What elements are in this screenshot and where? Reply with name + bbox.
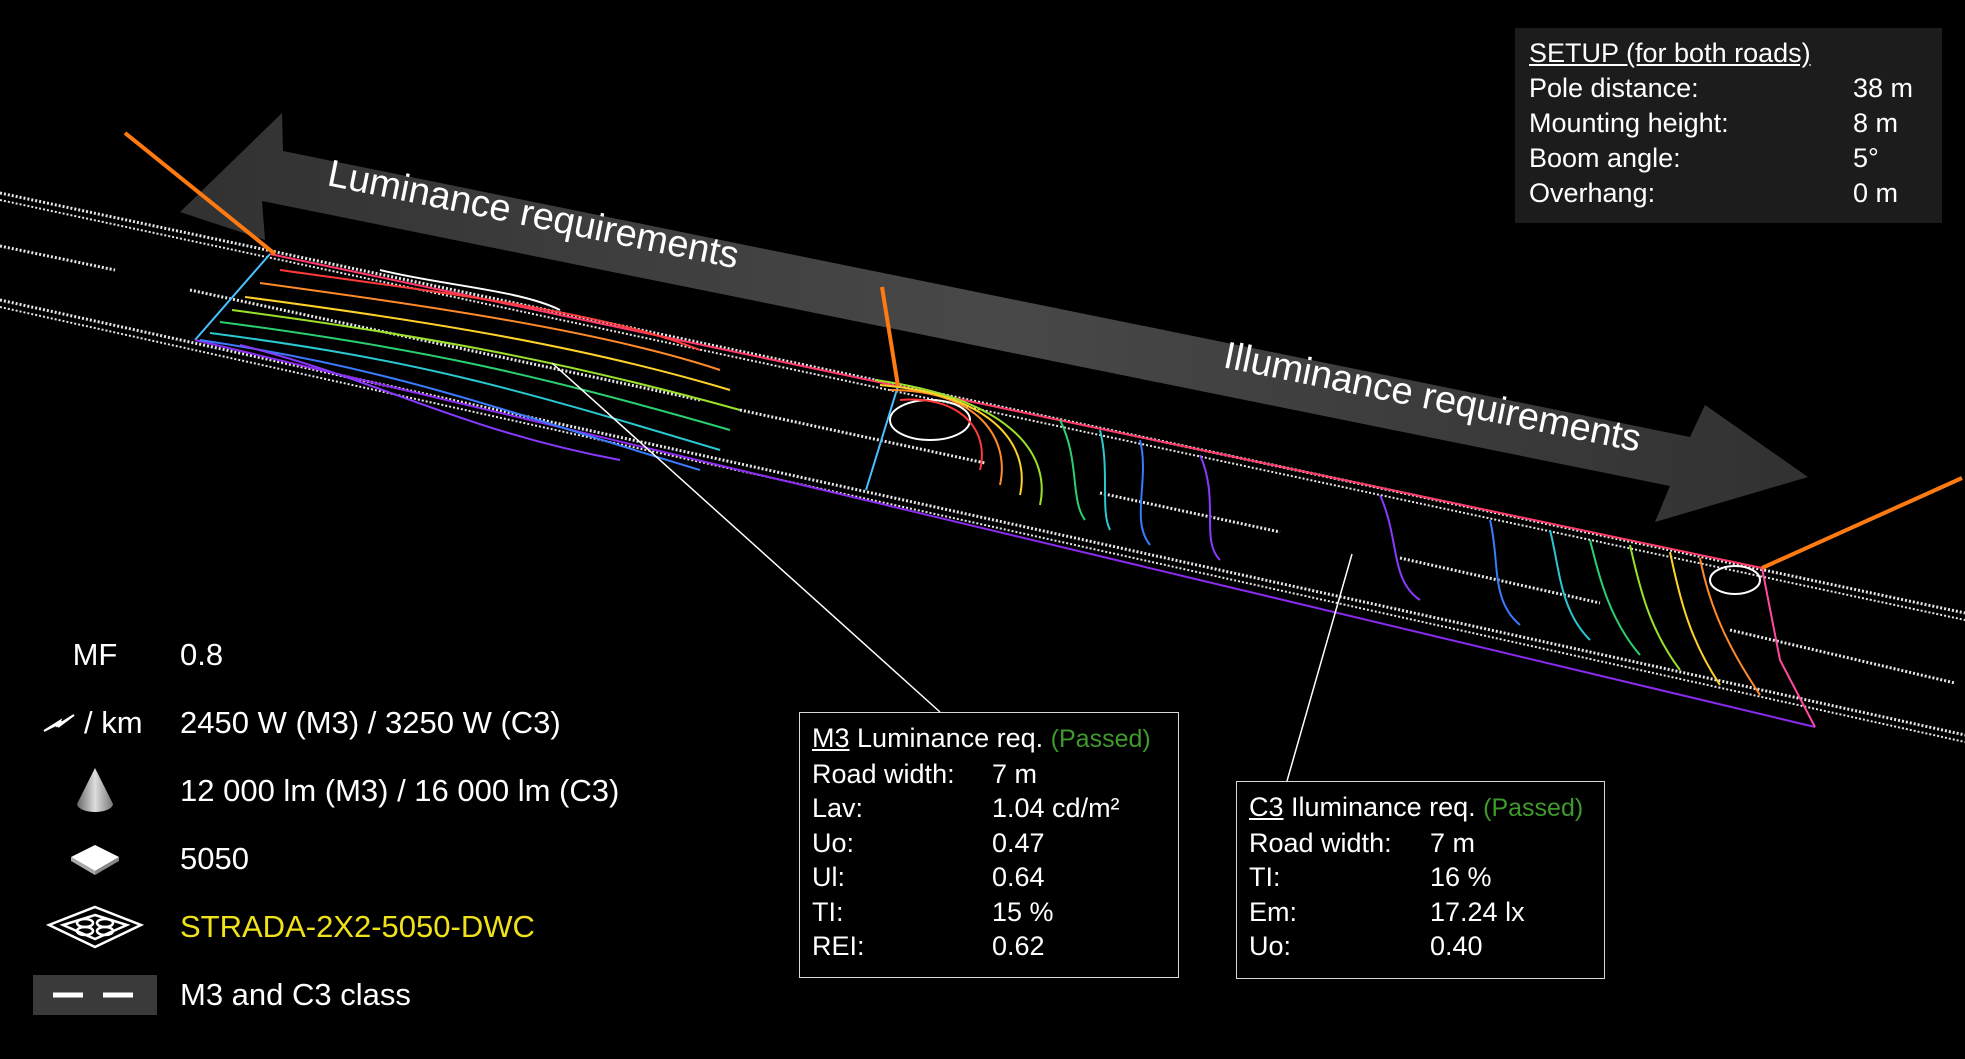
mf-value: 0.8 [180,637,224,672]
setup-value: 8 m [1853,108,1899,138]
m3-header: M3 Luminance req. (Passed) [812,721,1178,757]
setup-row: Mounting height: 8 m [1529,106,1942,141]
requirements-arrow [180,113,1808,522]
m3-row: TI: 15 % [812,895,1178,930]
c3-row: Em: 17.24 lx [1249,895,1604,930]
setup-panel: SETUP (for both roads) Pole distance: 38 … [1515,28,1942,223]
road-class-key [30,970,160,1020]
m3-label: Uo: [812,827,855,858]
m3-value: 15 % [992,896,1054,927]
c3-row: Uo: 0.40 [1249,929,1604,964]
m3-value: 0.64 [992,862,1045,892]
setup-value: 5° [1853,143,1879,173]
cone-icon [77,768,113,812]
m3-value: 1.04 cd/m² [992,793,1120,823]
setup-label: Mounting height: [1529,108,1729,138]
setup-label: Boom angle: [1529,143,1681,173]
c3-status-badge: (Passed) [1483,794,1584,822]
m3-value: 0.47 [992,827,1045,858]
m3-status-badge: (Passed) [1050,725,1151,753]
setup-row: Overhang: 0 m [1529,176,1942,211]
m3-label: TI: [812,896,844,927]
c3-label: TI: [1249,862,1281,892]
luminaire-2x2-icon [45,905,145,949]
c3-row: Road width: 7 m [1249,826,1604,861]
setup-label: Overhang: [1529,178,1656,208]
m3-label: Lav: [812,793,864,823]
leader-lines [551,362,1353,782]
led-value: 5050 [180,841,249,876]
c3-value: 7 m [1430,827,1476,858]
lumen-key [30,766,160,816]
power-value: 2450 W (M3) / 3250 W (C3) [180,705,561,740]
isolux-contours [199,269,1761,696]
m3-class-code: M3 [812,723,850,753]
setup-row: Boom angle: 5° [1529,141,1942,176]
road-class-value: M3 and C3 class [180,977,411,1012]
mf-key: MF [72,637,118,672]
m3-value: 0.62 [992,931,1045,961]
led-key [30,834,160,884]
c3-value: 0.40 [1430,931,1483,961]
setup-row: Pole distance: 38 m [1529,71,1942,106]
m3-label: Ul: [812,862,845,892]
setup-title: SETUP (for both roads) [1529,38,1811,68]
m3-row: Lav: 1.04 cd/m² [812,791,1178,826]
m3-title: Luminance req. [857,723,1044,753]
power-key: / km [30,698,172,748]
luminaire-value: STRADA-2X2-5050-DWC [180,909,535,944]
c3-label: Road width: [1249,827,1392,858]
m3-label: REI: [812,931,865,961]
setup-value: 38 m [1853,73,1914,103]
setup-value: 0 m [1853,178,1899,208]
m3-value: 7 m [992,758,1038,789]
m3-row: Ul: 0.64 [812,860,1178,895]
c3-class-code: C3 [1249,792,1284,822]
setup-label: Pole distance: [1529,73,1699,103]
m3-row: REI: 0.62 [812,929,1178,964]
led-chip-icon [71,845,119,875]
c3-label: Em: [1249,896,1298,927]
poles [123,131,1963,570]
dashed-road-icon [33,975,157,1015]
m3-label: Road width: [812,758,955,789]
lightning-icon [43,714,75,732]
c3-title: Iluminance req. [1291,792,1476,822]
c3-value: 17.24 lx [1430,896,1525,927]
c3-row: TI: 16 % [1249,860,1604,895]
c3-label: Uo: [1249,931,1292,961]
m3-results-box: M3 Luminance req. (Passed) Road width: 7 … [799,712,1179,978]
m3-row: Uo: 0.47 [812,826,1178,861]
c3-value: 16 % [1430,862,1492,892]
c3-header: C3 Iluminance req. (Passed) [1249,790,1604,826]
lumen-value: 12 000 lm (M3) / 16 000 lm (C3) [180,773,620,808]
c3-results-box: C3 Iluminance req. (Passed) Road width: 7… [1236,781,1605,979]
luminaire-key [30,902,160,952]
calculation-area [194,253,1816,728]
m3-row: Road width: 7 m [812,757,1178,792]
power-unit: / km [84,705,143,740]
